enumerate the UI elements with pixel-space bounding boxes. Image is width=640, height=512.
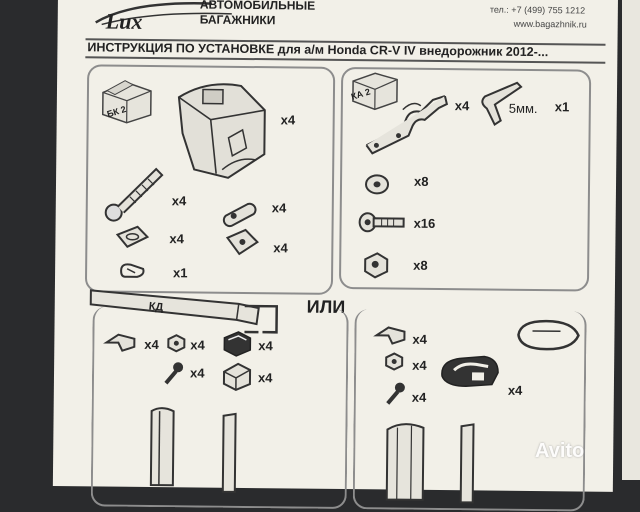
bar-section-left-icon — [149, 407, 175, 487]
aero-profile-icon — [517, 319, 580, 351]
washer-quantity: x8 — [413, 173, 429, 189]
hex-screw-icon — [358, 212, 405, 233]
bolt-quantity: x4 — [171, 193, 187, 209]
aero-end-cap-icon — [441, 355, 499, 388]
bracket-quantity: x4 — [454, 98, 470, 114]
washer-icon — [365, 174, 390, 195]
hex-key-quantity: x1 — [554, 99, 570, 115]
brand-line-1: АВТОМОБИЛЬНЫЕ — [199, 0, 316, 13]
kit-box-ka — [352, 72, 398, 111]
clip-quantity: x4 — [144, 336, 159, 353]
hex-key-icon — [481, 81, 523, 127]
end-cap-quantity: x4 — [258, 338, 273, 354]
barrel-nut-icon — [222, 202, 257, 228]
website-url: www.bagazhnik.ru — [513, 18, 587, 30]
mounting-bracket-icon — [365, 95, 449, 155]
instruction-sheet: Lux АВТОМОБИЛЬНЫЕ БАГАЖНИКИ тел.: +7 (49… — [52, 0, 618, 512]
panel-kd-square-bar: x4 x4 x4 x4 x4 — [90, 306, 349, 510]
plug-quantity: x4 — [257, 370, 273, 386]
brand-line-2: БАГАЖНИКИ — [199, 12, 276, 28]
roof-foot-icon — [177, 83, 266, 179]
rubber-pad-icon — [115, 225, 150, 248]
aero-nut-icon — [385, 352, 404, 371]
small-nut-icon — [167, 334, 186, 353]
plug-icon — [222, 362, 252, 391]
aero-bar-section-left-icon — [385, 423, 425, 501]
brand-logo-text: Lux — [105, 8, 143, 34]
screw-quantity-kd: x4 — [189, 365, 205, 381]
long-bolt-icon — [104, 167, 164, 222]
aero-bar-section-right-icon — [459, 423, 475, 504]
nut-quantity: x8 — [413, 257, 428, 273]
bar-clip-icon — [103, 333, 136, 352]
aero-screw-quantity: x4 — [411, 389, 427, 405]
phone-number: тел.: +7 (499) 755 1212 — [489, 4, 586, 16]
crossbar-kd-icon — [89, 289, 260, 326]
lux-logo — [95, 2, 232, 26]
key-quantity: x1 — [173, 265, 188, 281]
aero-clip-quantity: x4 — [412, 331, 427, 347]
square-pad-icon — [225, 228, 259, 256]
key-clip-icon — [120, 263, 145, 278]
next-page-edge — [622, 0, 640, 480]
small-screw-icon — [164, 362, 184, 385]
rubber-pad-quantity: x4 — [169, 231, 184, 247]
panel-aero-bar: x4 x4 x4 x4 — [352, 309, 587, 512]
aero-nut-quantity: x4 — [412, 357, 427, 373]
barrel-nut-quantity: x4 — [271, 200, 287, 216]
screw-quantity: x16 — [413, 215, 436, 231]
foot-quantity: x4 — [280, 112, 296, 128]
square-nut-icon — [364, 252, 389, 279]
end-cap-icon — [223, 331, 252, 357]
hex-key-size: 5мм. — [508, 100, 538, 117]
small-nut-quantity: x4 — [190, 337, 205, 353]
square-pad-quantity: x4 — [273, 240, 288, 256]
aero-end-cap-quantity: x4 — [507, 382, 523, 398]
aero-screw-icon — [386, 382, 405, 405]
panel-ka-kit: КА 2 x4 5мм. x1 x8 x16 — [338, 66, 592, 292]
kit-box-bk — [101, 80, 152, 124]
avito-watermark: Avito — [535, 440, 585, 462]
square-profile-icon — [244, 304, 279, 334]
aero-clip-icon — [373, 326, 406, 345]
panel-bk-kit: БК 2 x4 x4 x4 x4 x4 — [84, 64, 336, 295]
